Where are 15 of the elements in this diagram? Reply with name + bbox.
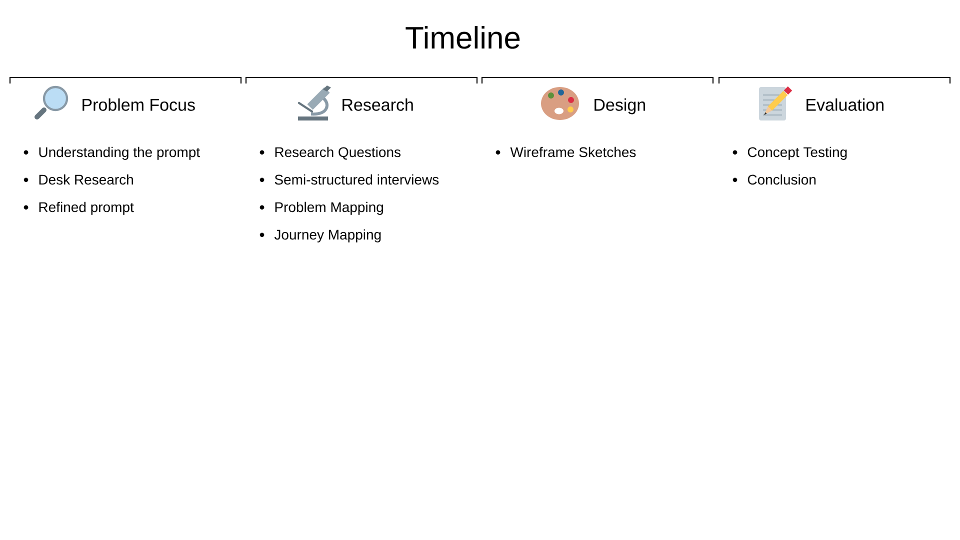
list-item: Desk Research xyxy=(39,174,133,185)
list-item: Refined prompt xyxy=(39,202,134,215)
list-item: Research Questions xyxy=(275,146,400,160)
list-item: Semi-structured interviews xyxy=(274,174,439,185)
column-heading: Research xyxy=(342,98,413,111)
list-item: Understanding the prompt xyxy=(39,146,200,160)
list-item: Concept Testing xyxy=(748,146,847,160)
list-item: Problem Mapping xyxy=(275,202,383,215)
column-heading: Problem Focus xyxy=(82,98,195,111)
list-item: Wireframe Sketches xyxy=(510,146,636,158)
column-heading: Design xyxy=(594,98,645,114)
column-heading: Evaluation xyxy=(806,98,884,111)
list-item: Conclusion xyxy=(748,174,816,185)
list-item: Journey Mapping xyxy=(274,229,381,242)
title: Timeline xyxy=(406,26,520,49)
